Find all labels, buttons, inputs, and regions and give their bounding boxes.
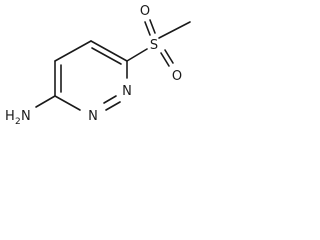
atom-oxygen-top: O: [140, 4, 150, 19]
atom-amine-h-subscript: 2: [15, 117, 21, 127]
molecule-structure: N N S O O H 2 N: [5, 4, 191, 127]
ring-bonds: [54, 40, 128, 111]
bond-c6-s: [126, 48, 148, 62]
bond-n1-n2-inner: [103, 95, 117, 104]
bond-c4-c5: [54, 40, 92, 62]
bond-s-methyl: [158, 21, 191, 39]
atom-n-ring-upper: N: [122, 84, 132, 99]
atom-oxygen-bottom: O: [172, 69, 182, 84]
atom-sulfur: S: [150, 38, 158, 53]
bond-n2-c3: [54, 95, 81, 111]
bond-n1-n2: [105, 101, 121, 111]
bond-s-o-top-b: [149, 19, 156, 34]
atom-labels: N N S O O H 2 N: [5, 4, 182, 127]
bond-c5-c6-inner: [91, 47, 122, 65]
bond-c3-amine: [35, 95, 56, 108]
bond-s-o-bottom-a: [160, 52, 170, 67]
bond-c5-c6: [90, 40, 128, 62]
substituent-bonds: [35, 19, 191, 108]
atom-n-ring-lower: N: [88, 109, 98, 124]
atom-amine-h: H: [5, 109, 15, 124]
bond-s-o-top-a: [144, 21, 151, 36]
bond-s-o-bottom-b: [164, 49, 174, 64]
atom-amine-n: N: [21, 109, 31, 124]
